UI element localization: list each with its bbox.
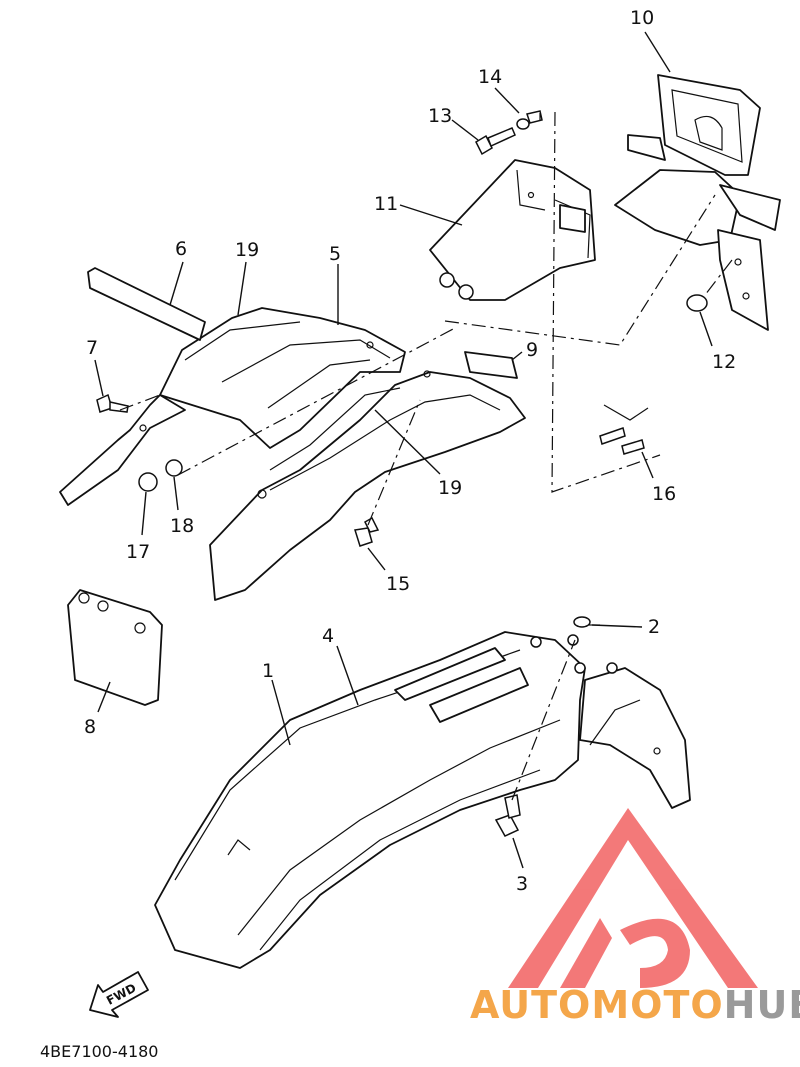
svg-text:1: 1 (262, 660, 274, 682)
fender-inner-panel (159, 307, 406, 449)
alignment-lines (119, 111, 733, 801)
svg-text:9: 9 (526, 339, 538, 361)
callout-4: 4 (322, 625, 359, 706)
callout-19-lower: 19 (374, 409, 462, 499)
taillight-bracket (429, 159, 596, 301)
rear-fender (209, 370, 526, 601)
front-fender (154, 631, 691, 969)
svg-text:17: 17 (126, 541, 150, 563)
callout-6: 6 (169, 238, 187, 306)
callout-10: 10 (630, 7, 671, 73)
bolt-7 (96, 393, 129, 413)
fwd-arrow: FWD (89, 971, 149, 1018)
svg-text:2: 2 (648, 616, 660, 638)
svg-text:19: 19 (235, 239, 259, 261)
callout-13: 13 (428, 105, 479, 141)
svg-text:5: 5 (329, 243, 341, 265)
callout-15: 15 (367, 547, 410, 595)
washer-14 (516, 110, 543, 130)
automotohub-logo (508, 808, 758, 988)
svg-text:19: 19 (438, 477, 462, 499)
callout-12: 12 (699, 311, 736, 373)
number-plate (67, 589, 163, 706)
bolt-16 (599, 404, 649, 455)
part-code: 4BE7100-4180 (40, 1042, 158, 1061)
bolt-3 (494, 794, 521, 837)
svg-text:12: 12 (712, 351, 736, 373)
callout-5: 5 (329, 243, 341, 325)
decal-9 (464, 351, 518, 379)
svg-text:11: 11 (374, 193, 398, 215)
callout-17: 17 (126, 491, 150, 563)
callout-9: 9 (511, 339, 538, 361)
nut-17 (138, 472, 158, 492)
license-bracket (614, 74, 781, 331)
mud-flap (87, 267, 206, 341)
callout-7: 7 (86, 337, 104, 397)
svg-text:14: 14 (478, 66, 502, 88)
svg-text:13: 13 (428, 105, 452, 127)
callout-14: 14 (478, 66, 520, 114)
logo-text: AUTOMOTOHUB (470, 983, 800, 1027)
svg-text:3: 3 (516, 873, 528, 895)
callout-8: 8 (84, 681, 111, 738)
svg-text:6: 6 (175, 238, 187, 260)
svg-text:18: 18 (170, 515, 194, 537)
svg-text:4: 4 (322, 625, 334, 647)
svg-text:8: 8 (84, 716, 96, 738)
washer-18 (165, 459, 183, 477)
bolt-13 (475, 127, 516, 156)
callout-2: 2 (591, 616, 660, 638)
svg-text:16: 16 (652, 483, 676, 505)
callout-1: 1 (262, 660, 291, 746)
callout-3: 3 (512, 837, 528, 895)
callout-18: 18 (170, 476, 194, 537)
svg-text:7: 7 (86, 337, 98, 359)
svg-text:15: 15 (386, 573, 410, 595)
svg-text:10: 10 (630, 7, 654, 29)
callout-11: 11 (374, 193, 463, 226)
callout-19-top: 19 (235, 239, 259, 316)
side-bracket (59, 394, 186, 506)
callout-16: 16 (641, 451, 676, 505)
reflector (686, 294, 708, 312)
screw-15 (354, 516, 380, 547)
washer-2 (573, 616, 591, 628)
